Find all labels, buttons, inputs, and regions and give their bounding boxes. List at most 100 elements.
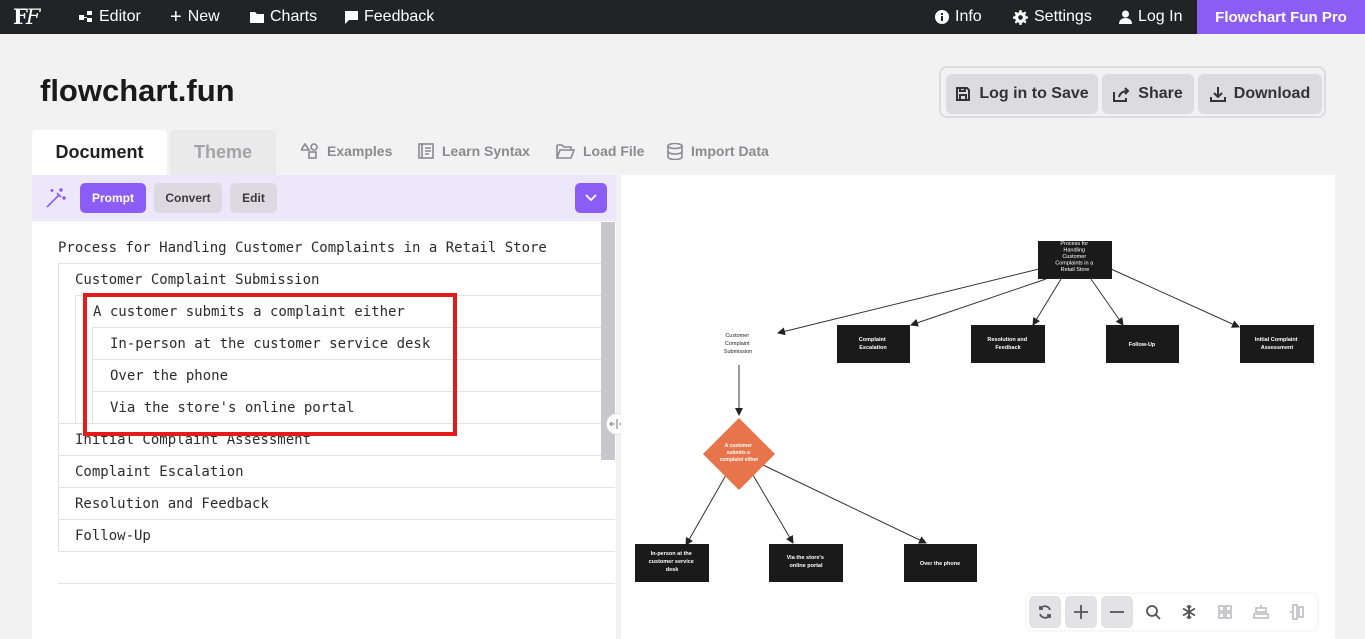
import-data-link[interactable]: Import Data [667,141,769,161]
line-separator [58,519,615,520]
edit-button[interactable]: Edit [230,183,277,213]
flowchart-canvas[interactable]: Process for Handling Customer Complaints… [621,175,1335,639]
freeze-button[interactable] [1173,596,1205,628]
node-assessment[interactable]: Initial Complaint Assessment [1240,325,1314,363]
nav-settings-label: Settings [1034,8,1092,25]
nav-editor-label: Editor [99,8,141,25]
fit-view-button[interactable] [1137,596,1169,628]
code-line[interactable]: Via the store's online portal [110,400,355,416]
prompt-expand-button[interactable] [575,183,607,213]
download-label: Download [1233,85,1311,102]
chat-icon [345,10,358,24]
nav-charts[interactable]: Charts [250,0,317,34]
node-followup[interactable]: Follow-Up [1106,325,1179,363]
nav-new[interactable]: + New [170,0,220,34]
import-data-label: Import Data [691,143,769,159]
download-icon [1209,87,1226,102]
line-separator [58,423,615,424]
zoom-out-button[interactable] [1101,596,1133,628]
code-line[interactable]: In-person at the customer service desk [110,336,431,352]
node-inperson[interactable]: In-person at the customer service desk [635,544,709,582]
indent-guide [92,327,93,423]
node-phone[interactable]: Over the phone [904,544,977,582]
align-vertical-icon [1290,604,1304,620]
share-label: Share [1138,85,1183,102]
top-nav: FF Editor + New Charts Feedback Info Set… [0,0,1365,34]
learn-syntax-link[interactable]: Learn Syntax [418,141,530,161]
download-button[interactable]: Download [1198,74,1322,114]
edges [685,268,1240,546]
line-separator [58,551,615,552]
nav-login[interactable]: Log In [1119,0,1182,34]
action-group: Log in to Save Share Download [939,66,1326,118]
line-separator [92,391,615,392]
code-line[interactable]: Process for Handling Customer Complaints… [58,240,547,256]
editor-scrollbar[interactable] [601,222,615,460]
code-line[interactable]: Follow-Up [75,528,151,544]
align-vertical-button[interactable] [1281,596,1313,628]
grid-layout-button[interactable] [1209,596,1241,628]
svg-text:In-person at the custo: In-person at the customer service desk [649,551,696,573]
plus-icon: + [170,6,182,28]
refresh-icon [1039,605,1051,619]
save-button[interactable]: Log in to Save [946,74,1098,114]
node-online[interactable]: Via the store's online portal [769,544,843,582]
nav-feedback[interactable]: Feedback [345,0,434,34]
node-escalation[interactable]: Complaint Escalation [837,325,910,363]
code-line[interactable]: Over the phone [110,368,229,384]
node-resolution[interactable]: Resolution and Feedback [971,325,1045,363]
app-logo[interactable]: FF [13,4,40,29]
prompt-button[interactable]: Prompt [80,183,146,213]
code-line[interactable]: Initial Complaint Assessment [75,432,312,448]
load-file-link[interactable]: Load File [556,141,644,161]
line-separator [92,359,615,360]
code-line[interactable]: A customer submits a complaint either [93,304,405,320]
database-icon [667,142,683,160]
indent-guide [75,295,76,423]
plus-icon [1074,605,1088,619]
code-line[interactable]: Complaint Escalation [75,464,244,480]
pro-button[interactable]: Flowchart Fun Pro [1197,0,1365,34]
grid-icon [1218,605,1232,619]
nav-info[interactable]: Info [935,0,982,34]
nav-new-label: New [187,8,220,25]
info-icon [935,10,949,24]
svg-text:Process for Handling: Process for Handling Customer Complaints… [1055,241,1094,273]
folder-open-icon [556,143,575,159]
examples-link[interactable]: Examples [301,141,392,161]
page-title: flowchart.fun [40,73,235,108]
tab-document[interactable]: Document [32,130,167,175]
gear-icon [1013,9,1028,25]
user-icon [1119,10,1132,24]
node-decision[interactable]: A customer submits a complaint either [703,418,775,490]
line-separator [58,487,615,488]
node-submission[interactable]: Customer Complaint Submission [724,333,752,355]
tab-theme[interactable]: Theme [170,130,276,175]
line-separator [58,583,615,584]
node-root[interactable]: Process for Handling Customer Complaints… [1038,241,1112,279]
learn-syntax-label: Learn Syntax [442,143,530,159]
nav-info-label: Info [955,8,982,25]
code-line[interactable]: Resolution and Feedback [75,496,269,512]
nav-settings[interactable]: Settings [1013,0,1092,34]
svg-text:Initial Complaint Asse: Initial Complaint Assessment [1255,337,1299,351]
save-label: Log in to Save [979,85,1089,102]
search-icon [1146,605,1161,620]
zoom-in-button[interactable] [1065,596,1097,628]
svg-text:A customer submits a: A customer submits a complaint either [720,443,759,463]
line-separator [58,455,615,456]
code-line[interactable]: Customer Complaint Submission [75,272,320,288]
svg-text:Customer Complaint: Customer Complaint Submission [724,333,752,355]
align-horizontal-button[interactable] [1245,596,1277,628]
save-icon [956,87,971,101]
convert-button[interactable]: Convert [154,183,222,213]
magic-wand-icon [46,188,66,208]
auto-layout-button[interactable] [1029,596,1061,628]
shapes-icon [301,143,318,159]
snowflake-icon [1182,605,1196,619]
line-separator [92,327,615,328]
line-separator [58,263,615,264]
share-button[interactable]: Share [1102,74,1194,114]
flowchart-graph: Process for Handling Customer Complaints… [635,241,1314,582]
nav-editor[interactable]: Editor [79,0,141,34]
